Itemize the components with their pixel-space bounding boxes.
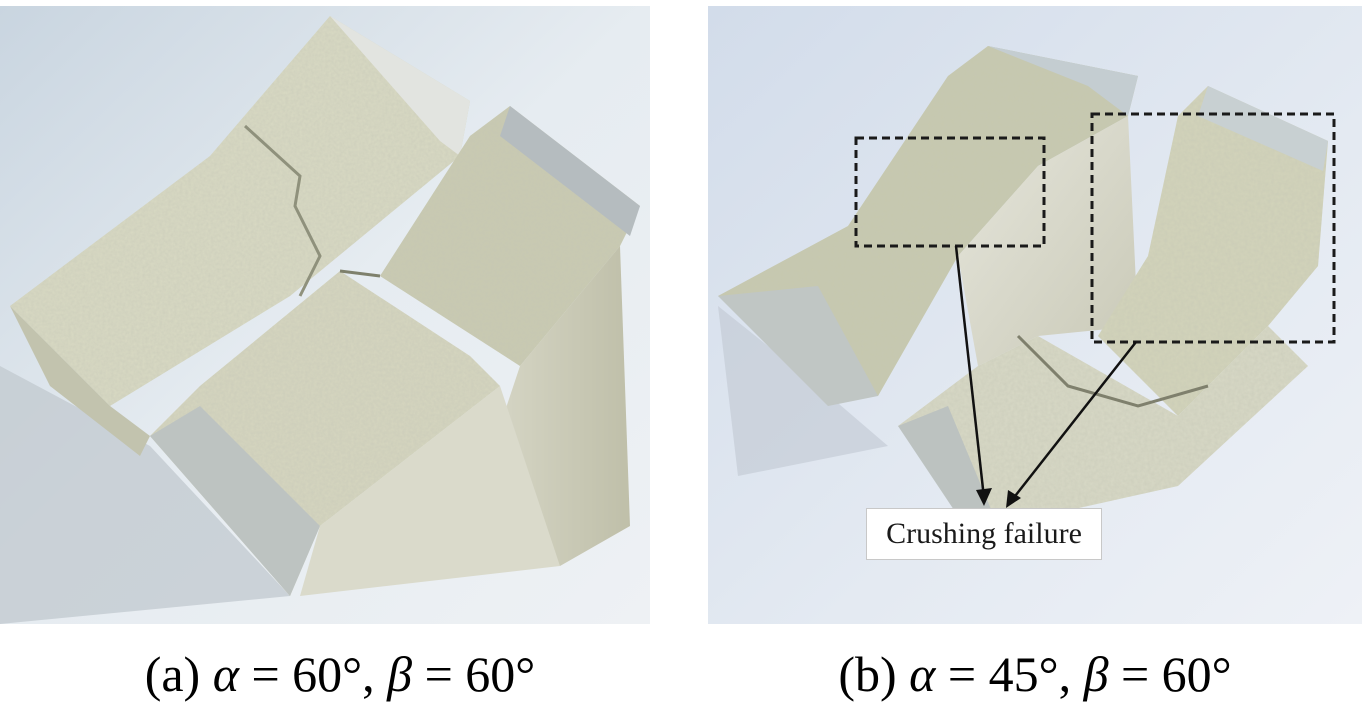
caption-b-prefix: (b) xyxy=(838,646,910,702)
caption-b-beta-value: = 60° xyxy=(1108,646,1232,702)
caption-b-beta-symbol: β xyxy=(1083,646,1109,702)
photo-specimen-a xyxy=(0,6,650,624)
caption-b-alpha-symbol: α xyxy=(909,646,936,702)
caption-a-prefix: (a) xyxy=(144,646,213,702)
caption-b-alpha-value: = 45°, xyxy=(935,646,1084,702)
failure-region-box-right xyxy=(1090,112,1336,344)
caption-a: (a) α = 60°, β = 60° xyxy=(0,644,680,704)
caption-a-alpha-symbol: α xyxy=(212,646,239,702)
caption-a-beta-symbol: β xyxy=(387,646,413,702)
caption-a-beta-value: = 60° xyxy=(412,646,536,702)
failure-region-box-left xyxy=(854,136,1046,248)
arrow-right xyxy=(1011,341,1137,501)
photo-b-drawing xyxy=(708,6,1362,624)
arrow-left xyxy=(954,245,986,499)
caption-a-alpha-value: = 60°, xyxy=(238,646,388,702)
crushing-failure-label: Crushing failure xyxy=(866,508,1102,560)
photo-specimen-b xyxy=(708,6,1362,624)
photo-a-drawing xyxy=(0,6,650,624)
caption-b: (b) α = 45°, β = 60° xyxy=(708,644,1362,704)
